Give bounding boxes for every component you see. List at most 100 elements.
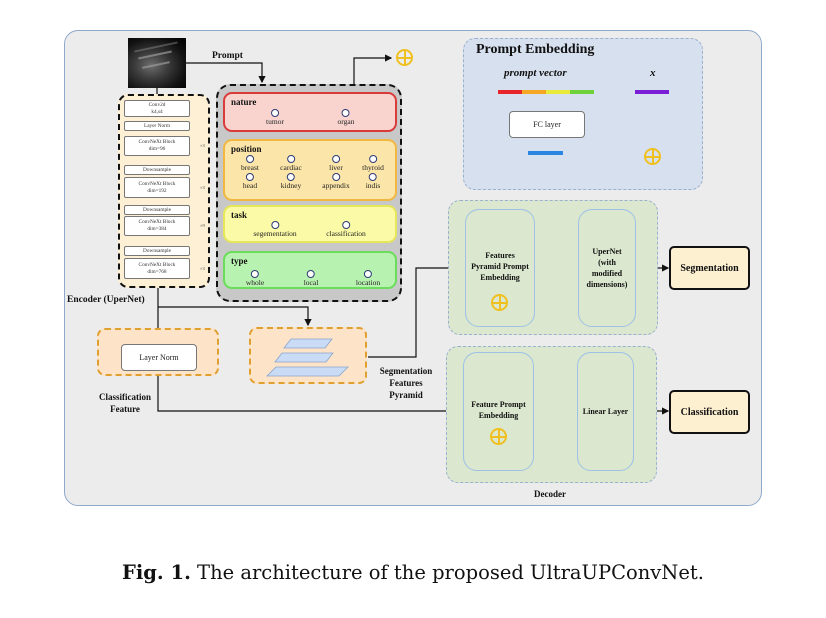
option-label: organ xyxy=(337,117,355,126)
prompt-vector-segment xyxy=(570,90,594,94)
fc-output-bar xyxy=(528,151,563,155)
x-label: x xyxy=(650,67,656,79)
linear-layer: Linear Layer xyxy=(577,352,634,471)
feature-prompt-embedding: Feature Prompt Embedding xyxy=(463,352,534,471)
block-label: Downsample xyxy=(143,206,171,213)
radio-circle-icon xyxy=(332,173,340,181)
option-label: indis xyxy=(365,181,381,190)
prompt-option-organ[interactable]: organ xyxy=(337,109,355,126)
classification-output: Classification xyxy=(669,390,750,434)
block-sublabel: dim=192 xyxy=(147,187,167,194)
radio-circle-icon xyxy=(270,221,279,229)
radio-circle-icon xyxy=(368,155,377,163)
repeat-count: ×3 xyxy=(200,184,205,190)
label-line: Features xyxy=(485,251,515,260)
label-line: Embedding xyxy=(478,411,519,420)
option-label: whole xyxy=(245,278,265,287)
prompt-category-task: task segementation classification xyxy=(223,205,397,243)
fc-layer-box: FC layer xyxy=(509,111,585,138)
prompt-option-breast[interactable]: breast xyxy=(241,155,259,172)
category-title: position xyxy=(231,144,262,154)
label-line: UperNet xyxy=(592,247,622,256)
prompt-vector-label: prompt vector xyxy=(504,67,567,79)
encoder-block: Downsample xyxy=(124,246,190,256)
option-label: location xyxy=(355,278,381,287)
decoder-title: Decoder xyxy=(534,489,566,499)
option-label: classification xyxy=(326,229,366,238)
prompt-option-liver[interactable]: liver xyxy=(329,155,343,172)
block-sublabel: k4,s4 xyxy=(151,108,163,115)
option-label: segementation xyxy=(253,229,297,238)
option-label: tumor xyxy=(266,117,284,126)
option-label: appendix xyxy=(322,181,350,190)
prompt-label: Prompt xyxy=(212,51,243,61)
prompt-vector-bar xyxy=(498,90,594,94)
prompt-category-position: position breast cardiac liver thyroid head kid… xyxy=(223,139,397,201)
prompt-option-indis[interactable]: indis xyxy=(365,173,381,190)
encoder-block: Downsample xyxy=(124,205,190,215)
add-icon xyxy=(644,148,661,165)
label-line: Embedding xyxy=(480,273,520,282)
prompt-option-local[interactable]: local xyxy=(303,270,319,287)
block-label: Layer Norm xyxy=(143,122,171,129)
radio-circle-icon xyxy=(306,270,315,278)
radio-circle-icon xyxy=(245,173,254,181)
caption-prefix: Fig. 1. xyxy=(122,561,191,584)
option-label: thyroid xyxy=(362,163,384,172)
option-label: breast xyxy=(241,163,259,172)
prompt-option-cardiac[interactable]: cardiac xyxy=(280,155,302,172)
prompt-option-appendix[interactable]: appendix xyxy=(322,173,350,190)
block-sublabel: dim=384 xyxy=(147,226,167,232)
prompt-embedding-title: Prompt Embedding xyxy=(476,42,595,57)
prompt-option-whole[interactable]: whole xyxy=(246,270,264,287)
upernet-head: UperNet (with modified dimensions) xyxy=(578,209,636,327)
label-line: modified xyxy=(591,269,623,278)
caption-line: Features xyxy=(389,378,423,388)
label-line: (with xyxy=(598,258,616,267)
block-sublabel: dim=768 xyxy=(147,268,167,275)
option-label: head xyxy=(242,181,258,190)
linear-layer-label: Linear Layer xyxy=(582,407,629,416)
category-title: task xyxy=(231,210,248,220)
classification-feature-label: Classification Feature xyxy=(98,392,151,414)
prompt-option-location[interactable]: location xyxy=(356,270,380,287)
option-label: liver xyxy=(329,163,343,172)
segmentation-pyramid-label: Segmentation Features Pyramid xyxy=(367,365,445,401)
upernet-label: UperNet (with modified dimensions) xyxy=(579,246,635,290)
radio-circle-icon xyxy=(363,270,372,278)
caption-line: Segmentation xyxy=(379,366,433,376)
block-label: Downsample xyxy=(143,166,171,173)
option-label: local xyxy=(303,278,319,287)
prompt-option-segementation[interactable]: segementation xyxy=(253,221,297,238)
prompt-option-tumor[interactable]: tumor xyxy=(266,109,284,126)
radio-circle-icon xyxy=(369,173,377,181)
prompt-vector-segment xyxy=(498,90,522,94)
prompt-option-head[interactable]: head xyxy=(243,173,257,190)
block-label: ConvNeXt Block xyxy=(138,139,176,145)
radio-circle-icon xyxy=(287,155,295,163)
cls-embed-label: Feature Prompt Embedding xyxy=(464,399,533,421)
layer-norm-box: Layer Norm xyxy=(121,344,197,371)
prompt-option-kidney[interactable]: kidney xyxy=(281,173,301,190)
option-label: kidney xyxy=(280,181,302,190)
label-line: Pyramid Prompt xyxy=(471,262,529,271)
radio-circle-icon xyxy=(341,109,350,117)
prompt-option-thyroid[interactable]: thyroid xyxy=(362,155,384,172)
radio-circle-icon xyxy=(251,270,259,278)
radio-circle-icon xyxy=(332,155,340,163)
prompt-option-classification[interactable]: classification xyxy=(326,221,366,238)
block-label: Downsample xyxy=(143,247,171,254)
radio-circle-icon xyxy=(245,155,254,163)
block-label: ConvNeXt Block xyxy=(138,261,176,268)
block-label: Conv2d xyxy=(148,101,166,108)
repeat-count: ×3 xyxy=(200,265,205,271)
radio-circle-icon xyxy=(270,109,279,117)
figure-caption: Fig. 1. The architecture of the proposed… xyxy=(0,561,826,584)
radio-circle-icon xyxy=(286,173,295,181)
